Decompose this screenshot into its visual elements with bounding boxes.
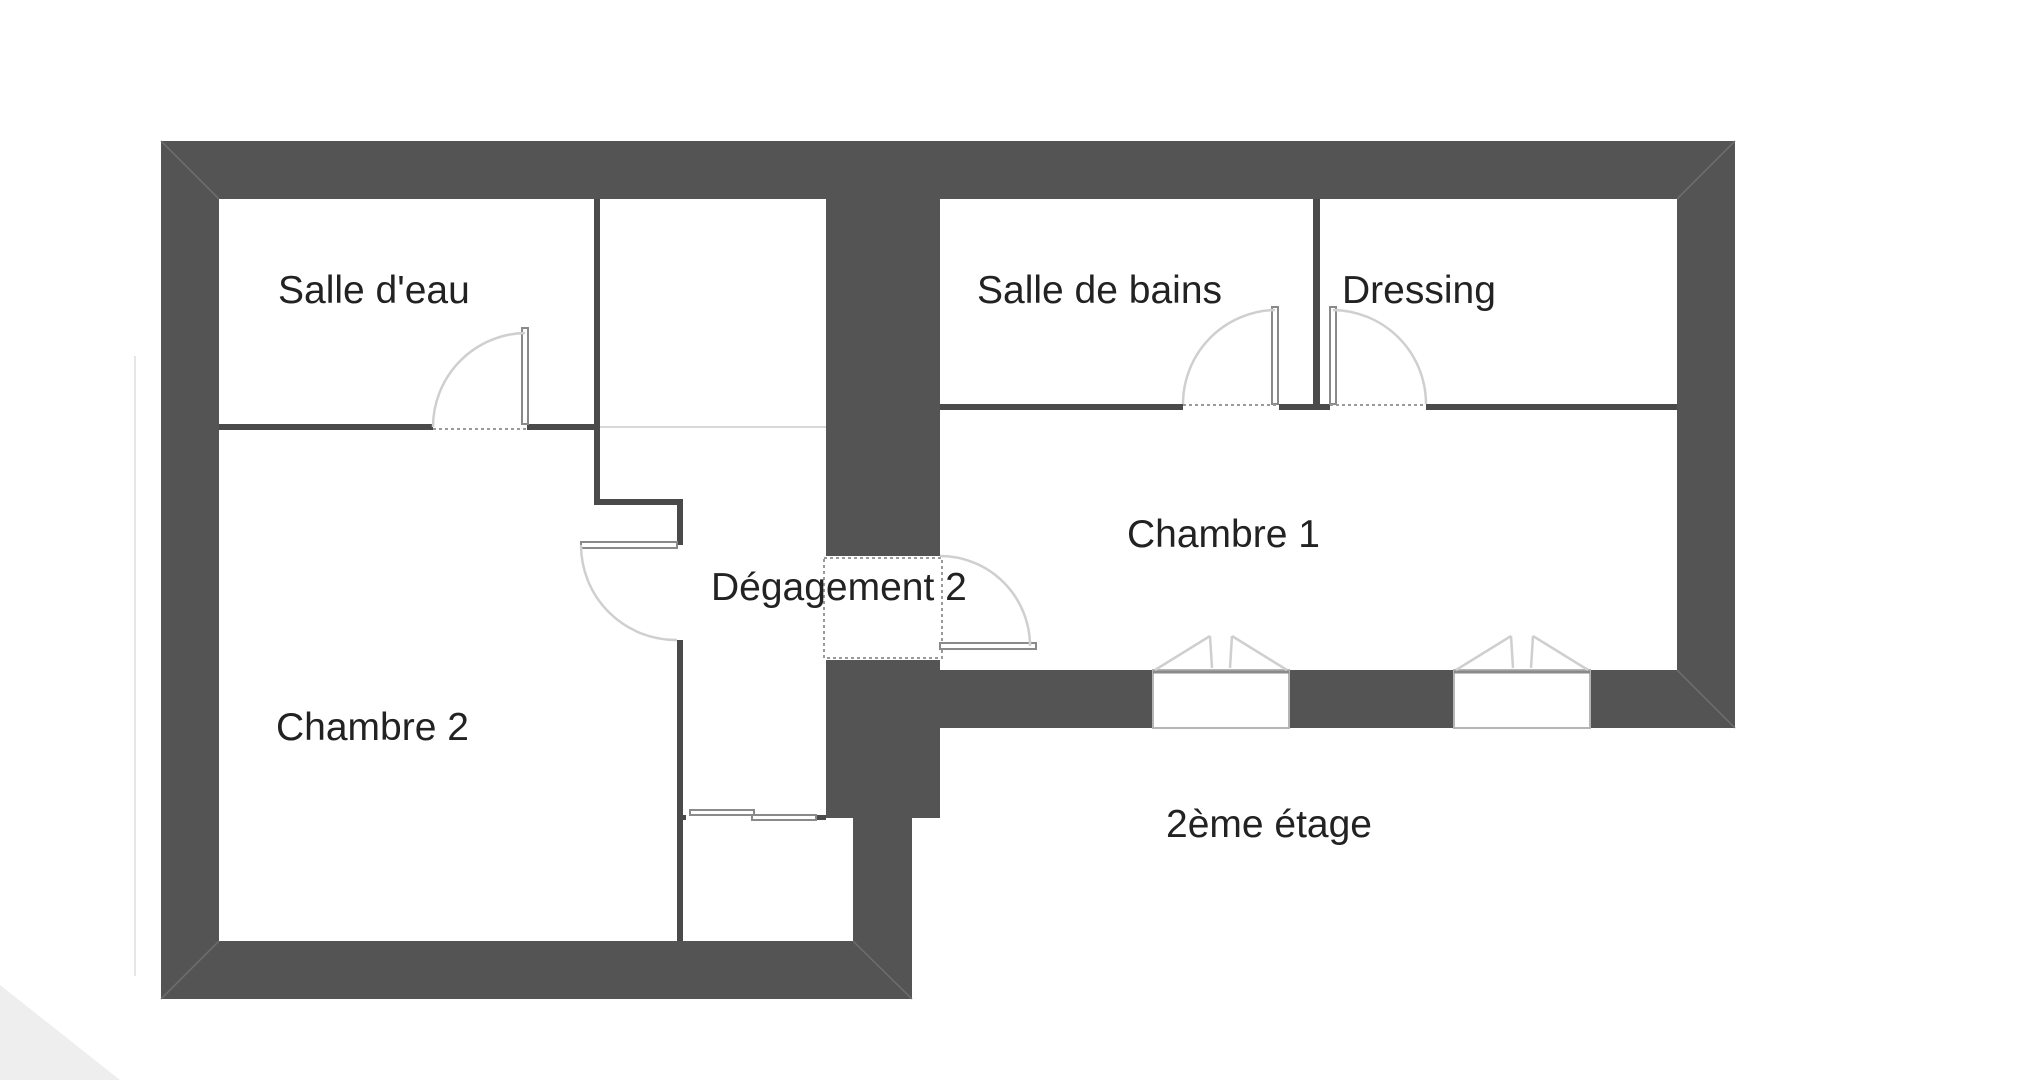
wall-top [161,141,1735,199]
label-floor: 2ème étage [1166,803,1372,846]
label-chambre-1: Chambre 1 [1127,513,1320,556]
door-swing-chambre-2 [579,544,678,642]
wall-right [1677,141,1735,728]
window-opening-1 [1152,669,1290,729]
door-leaf-closet-1 [689,809,755,816]
room-labels: Salle d'eau Salle de bains Dressing Cham… [276,269,1496,846]
partition-chambre-2-right [677,499,683,941]
wall-bottom-left [161,941,912,999]
door-leaf-salle-bains [1271,306,1279,405]
partition-chambre-1-top [940,404,1677,410]
door-leaf-chambre-2 [580,541,678,549]
partition-bains-dressing [1313,199,1320,404]
label-dressing: Dressing [1342,269,1496,312]
wall-bottom-right [940,670,1735,728]
window-swing-2 [1455,634,1589,672]
partition-step-horizontal [594,499,679,505]
corner-bevels [160,140,1736,1000]
edge-line [134,356,136,976]
label-salle-eau: Salle d'eau [278,269,470,312]
door-leaf-closet-2 [751,814,817,821]
door-swing-dressing [1332,308,1428,405]
central-door-opening [824,556,942,660]
wall-wing-right [853,815,912,999]
wall-central-upper [826,199,940,556]
label-salle-bains: Salle de bains [977,269,1222,312]
doors [431,306,1428,822]
partition-salle-eau-right [594,199,600,505]
corner-shadow [0,985,120,1080]
door-leaf-chambre-1 [939,642,1037,650]
partition-salle-eau-bottom [219,424,594,430]
window-opening-2 [1453,669,1591,729]
label-degagement-2: Dégagement 2 [711,566,967,609]
door-swing-chambre-1 [939,554,1032,647]
central-door-threshold [823,557,943,659]
window-swing-1 [1154,634,1288,672]
wall-left [161,141,219,999]
exterior-walls [161,141,1735,999]
windows [1152,634,1591,729]
door-swing-salle-eau [431,331,526,428]
door-leaf-salle-eau [521,327,529,425]
door-swing-salle-bains [1181,308,1276,405]
door-leaf-dressing [1329,306,1337,405]
label-chambre-2: Chambre 2 [276,706,469,749]
wall-central-lower [826,660,940,818]
